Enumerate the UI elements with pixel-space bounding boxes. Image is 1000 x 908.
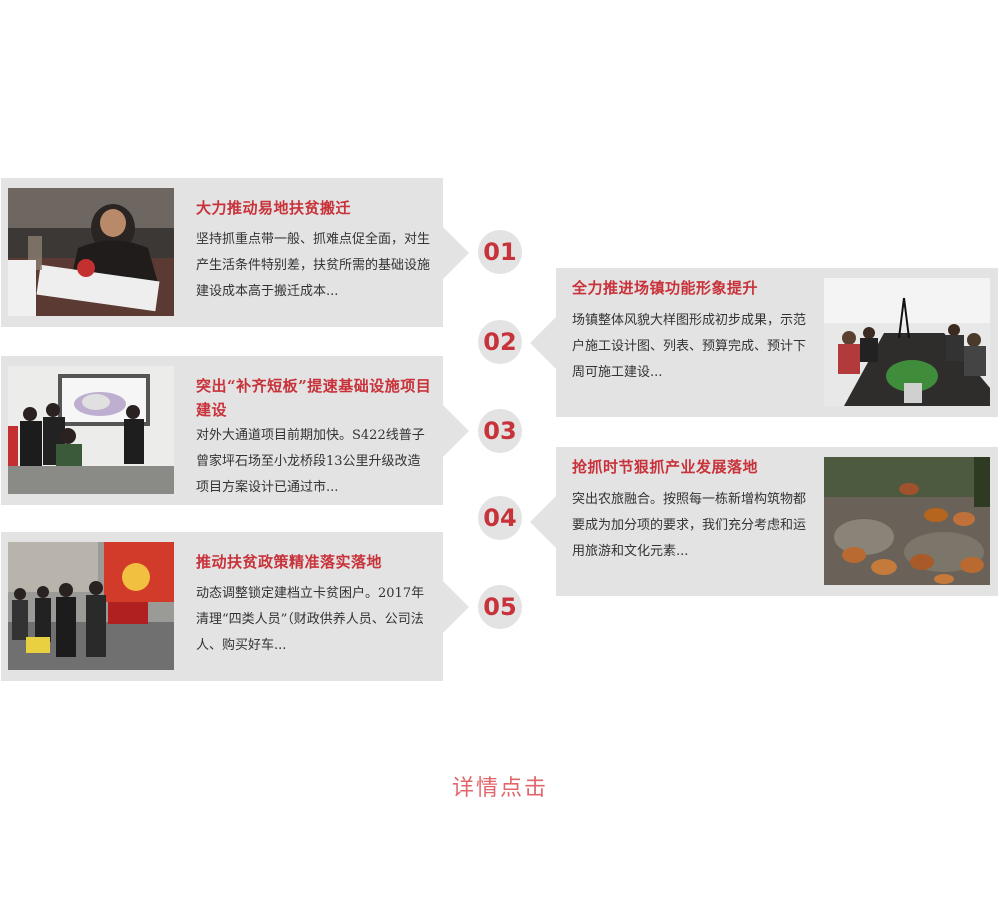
photo-crowd-banner-image (8, 542, 174, 670)
photo-presentation-screen[interactable] (8, 366, 174, 494)
news-summary: 动态调整锁定建档立卡贫困户。2017年清理“四类人员”（财政供养人员、公司法人、… (196, 586, 425, 653)
photo-signing-document-image (8, 188, 174, 316)
news-card-05[interactable]: 推动扶贫政策精准落实落地 动态调整锁定建档立卡贫困户。2017年清理“四类人员”… (1, 532, 469, 681)
photo-presentation-screen-image (8, 366, 174, 494)
news-title[interactable]: 大力推动易地扶贫搬迁 (196, 199, 352, 217)
photo-chickens-farm[interactable] (824, 457, 990, 585)
news-summary: 坚持抓重点带一般、抓难点促全面，对生产生活条件特别差，扶贫所需的基础设施建设成本… (196, 232, 431, 299)
step-number-02: 02 (478, 320, 522, 364)
photo-signing-document[interactable] (8, 188, 174, 316)
details-link[interactable]: 详情点击 (451, 776, 548, 801)
news-card-04[interactable]: 抢抓时节狠抓产业发展落地 突出农旅融合。按照每一栋新增构筑物都要成为加分项的要求… (530, 447, 998, 596)
photo-crowd-banner[interactable] (8, 542, 174, 670)
news-summary: 对外大通道项目前期加快。S422线普子曾家坪石场至小龙桥段13公里升级改造项目方… (196, 428, 425, 495)
step-number-03: 03 (478, 409, 522, 453)
step-number-01: 01 (478, 230, 522, 274)
photo-chickens-farm-image (824, 457, 990, 585)
photo-meeting-table-image (824, 278, 990, 406)
news-summary: 场镇整体风貌大样图形成初步成果，示范户施工设计图、列表、预算完成、预计下周可施工… (572, 313, 807, 380)
news-title[interactable]: 全力推进场镇功能形象提升 (572, 279, 759, 297)
news-summary: 突出农旅融合。按照每一栋新增构筑物都要成为加分项的要求，我们充分考虑和运用旅游和… (572, 492, 807, 559)
news-card-02[interactable]: 全力推进场镇功能形象提升 场镇整体风貌大样图形成初步成果，示范户施工设计图、列表… (530, 268, 998, 417)
news-card-03[interactable]: 突出“补齐短板”提速基础设施项目建设 对外大通道项目前期加快。S422线普子曾家… (1, 356, 469, 505)
news-title[interactable]: 抢抓时节狠抓产业发展落地 (572, 458, 759, 476)
step-number-05: 05 (478, 585, 522, 629)
photo-meeting-table[interactable] (824, 278, 990, 406)
news-title[interactable]: 推动扶贫政策精准落实落地 (196, 553, 383, 571)
news-title[interactable]: 突出“补齐短板”提速基础设施项目建设 (196, 377, 432, 419)
news-card-01[interactable]: 大力推动易地扶贫搬迁 坚持抓重点带一般、抓难点促全面，对生产生活条件特别差，扶贫… (1, 178, 469, 327)
step-number-04: 04 (478, 496, 522, 540)
